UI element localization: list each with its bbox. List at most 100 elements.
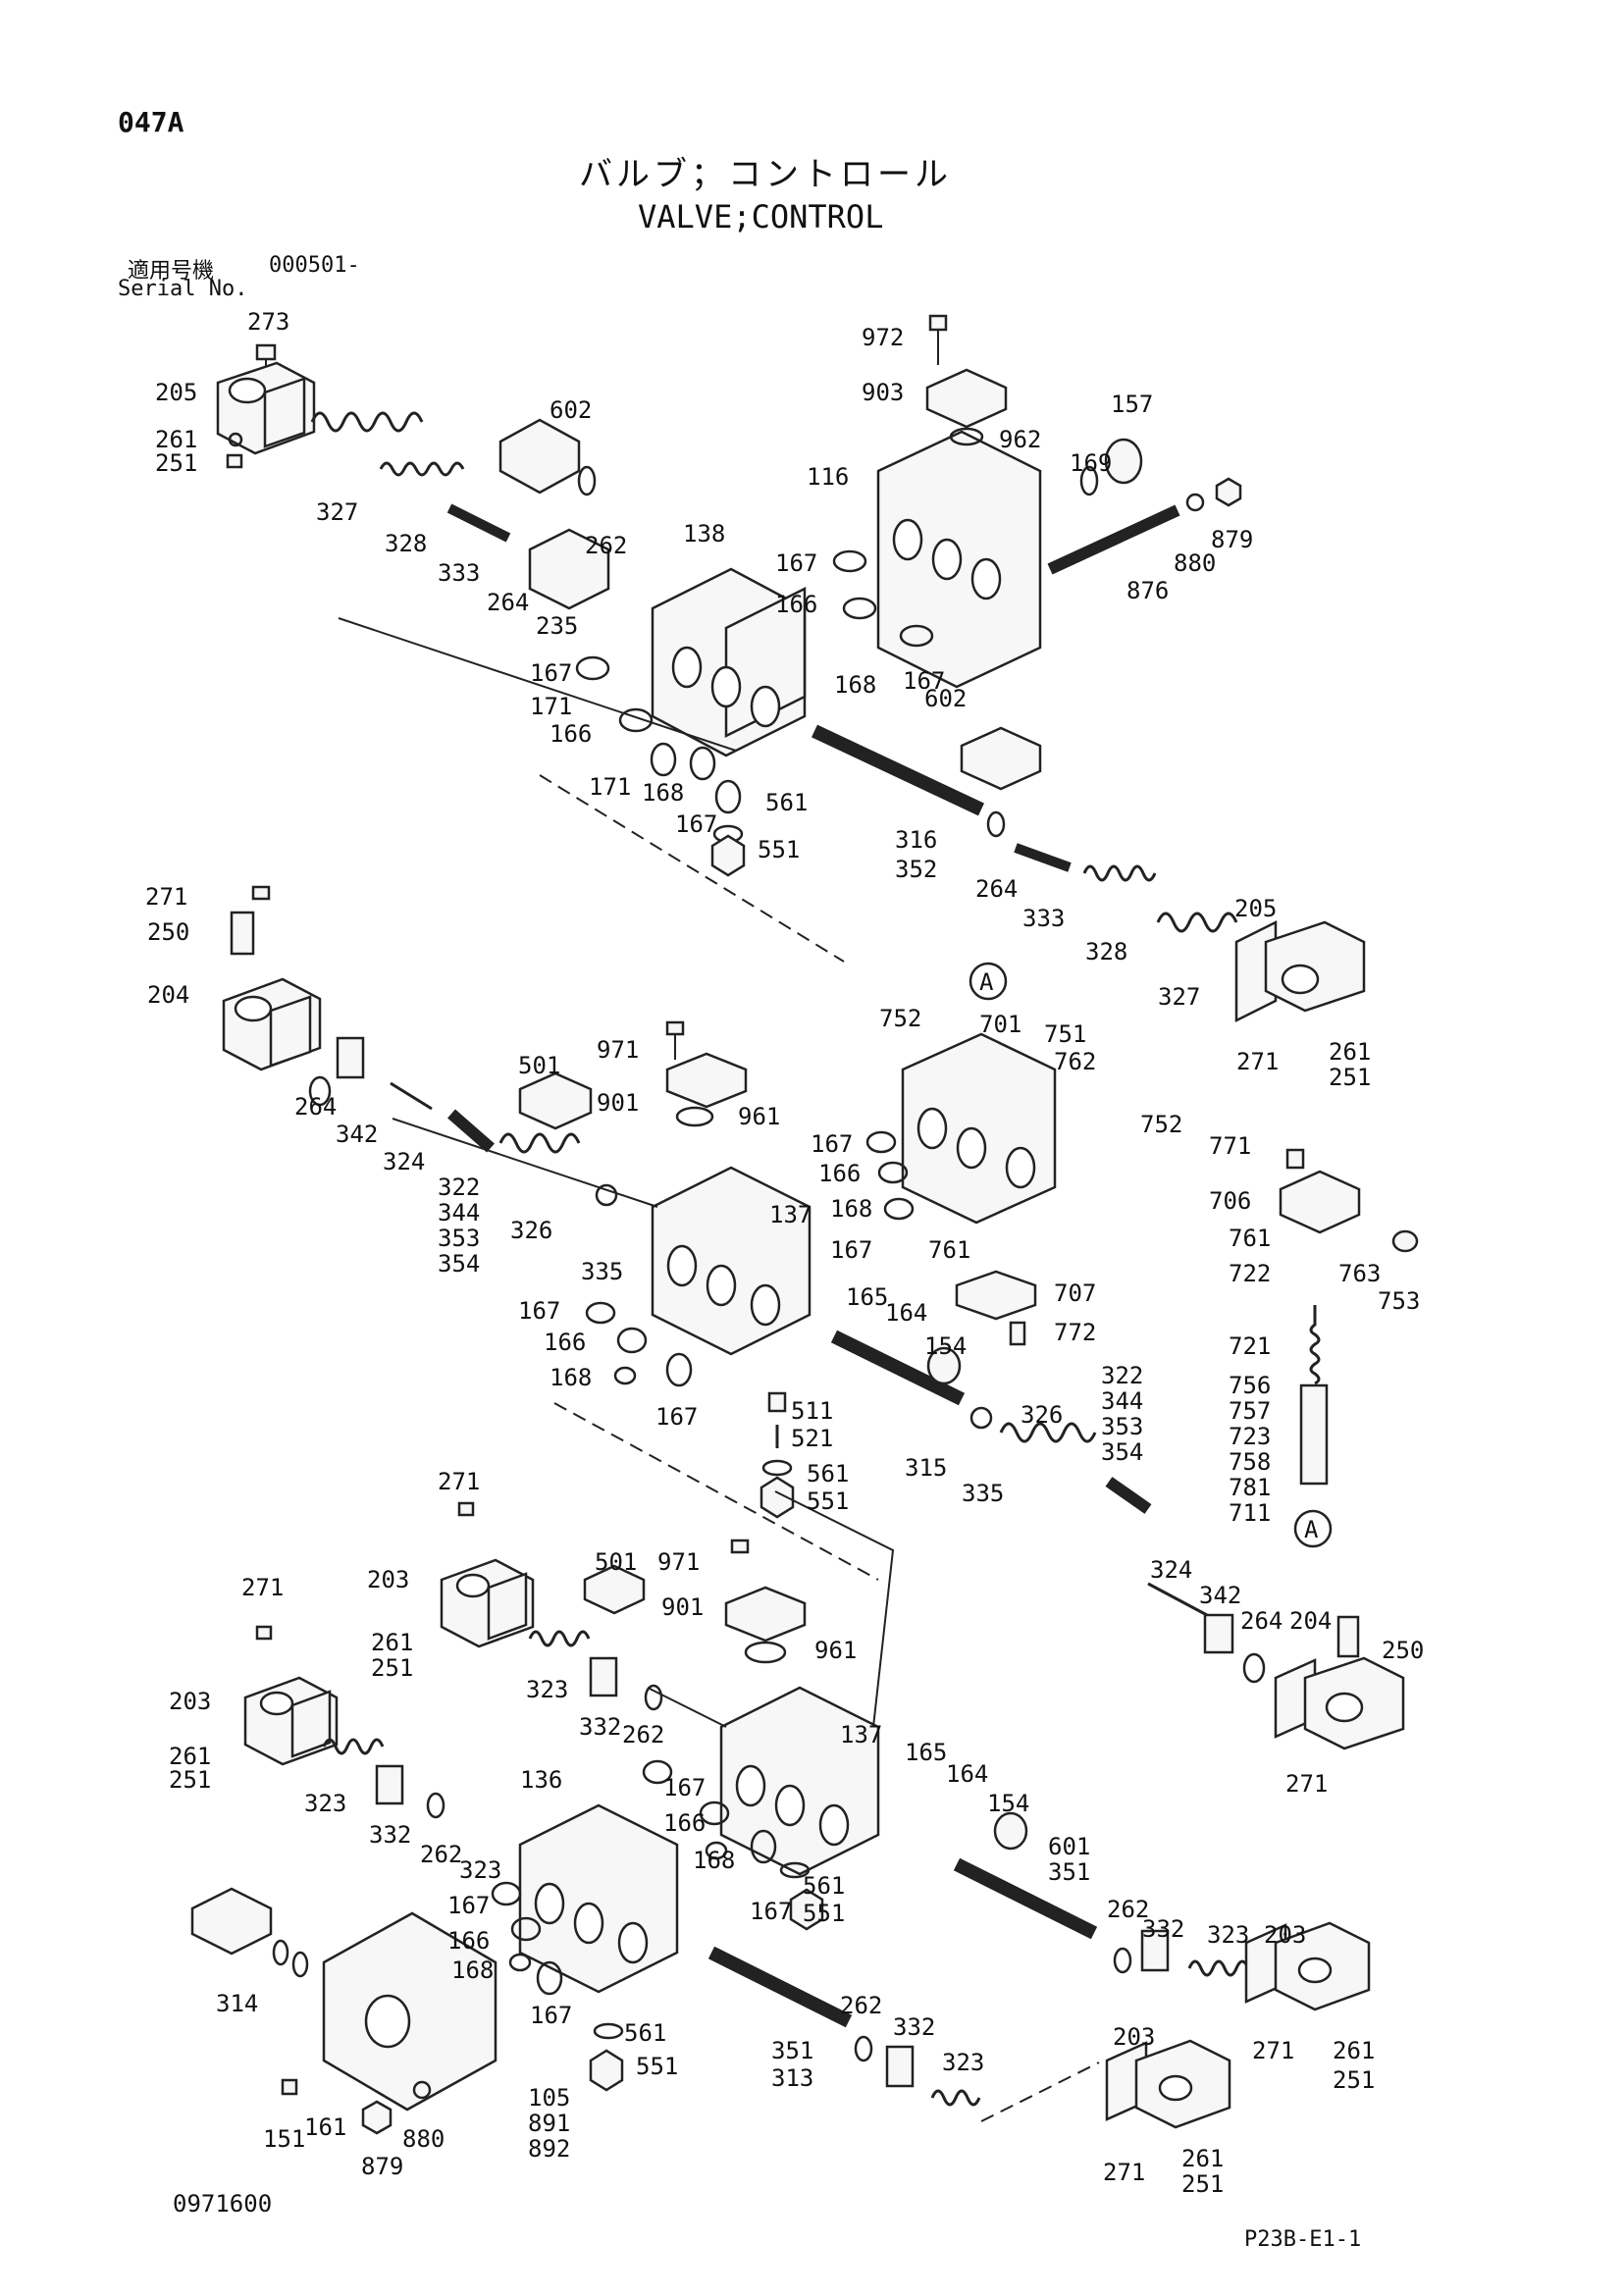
- part-label: 328: [385, 530, 427, 557]
- part-label: 879: [1211, 526, 1253, 553]
- part-label: 971: [657, 1548, 700, 1576]
- part-label: 879: [361, 2153, 403, 2180]
- part-label: 261: [169, 1743, 211, 1770]
- part-label: 332: [369, 1821, 411, 1849]
- serial-value: 000501-: [269, 253, 360, 278]
- part-label: 707: [1054, 1279, 1096, 1307]
- bolt-icon: [255, 1625, 273, 1641]
- part-label: 901: [597, 1089, 639, 1117]
- stud-icon: [230, 911, 255, 956]
- o-ring-icon: [426, 1792, 445, 1819]
- valve-block-icon: [322, 1911, 497, 2112]
- o-ring-icon: [491, 1881, 522, 1906]
- part-label: 723: [1229, 1423, 1271, 1450]
- serial-label-jp: 適用号機: [128, 259, 215, 284]
- valve-block-icon: [651, 1166, 812, 1356]
- o-ring-icon: [1242, 1652, 1266, 1684]
- part-label: 271: [1252, 2037, 1294, 2064]
- part-label: 166: [818, 1160, 861, 1187]
- nut-icon: [1215, 477, 1242, 507]
- plug-icon: [960, 726, 1042, 791]
- part-label: 333: [438, 559, 480, 587]
- part-label: 761: [928, 1236, 970, 1264]
- o-ring-icon: [1079, 465, 1099, 496]
- rod-icon: [1105, 1477, 1152, 1514]
- plug-icon: [518, 1071, 593, 1130]
- part-label: 323: [1207, 1921, 1249, 1949]
- part-label: 262: [1107, 1896, 1149, 1923]
- part-label: 167: [830, 1236, 872, 1264]
- part-label: 261: [1333, 2037, 1375, 2064]
- part-label: 326: [1021, 1401, 1063, 1429]
- part-label: 326: [510, 1217, 552, 1244]
- part-label: 251: [371, 1654, 413, 1682]
- part-label: 323: [459, 1856, 501, 1884]
- part-label: 138: [683, 520, 725, 548]
- plate-icon: [1279, 1170, 1361, 1234]
- spring-icon: [379, 461, 465, 477]
- spool-icon: [830, 1330, 966, 1406]
- valve-block-icon: [1274, 1656, 1405, 1750]
- valve-block-icon: [222, 977, 322, 1071]
- nut-icon: [759, 1476, 795, 1519]
- part-label: 752: [1140, 1111, 1182, 1138]
- part-label: 151: [263, 2125, 305, 2153]
- plate-icon: [665, 1052, 748, 1109]
- o-ring-icon: [865, 1130, 897, 1154]
- part-label: 903: [862, 379, 904, 406]
- part-label: 251: [1181, 2170, 1224, 2198]
- plug-icon: [885, 2045, 915, 2088]
- rod-icon: [1047, 504, 1180, 575]
- part-label: 521: [791, 1425, 833, 1452]
- part-label: 167: [903, 667, 945, 695]
- o-ring-icon: [272, 1939, 289, 1966]
- rod-icon: [447, 1109, 495, 1153]
- plate-icon: [955, 1270, 1037, 1321]
- page-code: 047A: [118, 106, 184, 138]
- spring-icon: [310, 411, 424, 433]
- part-label: 332: [893, 2013, 935, 2041]
- o-ring-icon: [949, 427, 984, 446]
- part-label: 751: [1044, 1020, 1086, 1048]
- o-ring-icon: [508, 1953, 532, 1972]
- part-number-labels: 273 205 261 251 327 328 333 602 264 235 …: [145, 308, 1424, 2198]
- spring-icon: [999, 1422, 1097, 1443]
- part-label: 352: [895, 856, 937, 883]
- part-label: 324: [1150, 1556, 1192, 1584]
- o-ring-icon: [842, 597, 877, 620]
- spring-icon: [498, 1132, 581, 1154]
- spring-icon: [322, 1738, 385, 1755]
- part-label: 167: [530, 659, 572, 687]
- part-label: 781: [1229, 1474, 1271, 1501]
- part-label: 168: [550, 1364, 592, 1391]
- part-label: 137: [840, 1721, 882, 1748]
- o-ring-icon: [228, 432, 243, 447]
- valve-block-icon: [216, 361, 316, 455]
- part-label: 154: [987, 1790, 1029, 1817]
- plug-icon: [767, 1391, 787, 1413]
- bolt-icon: [1009, 1321, 1026, 1346]
- detail-marker-label: A: [979, 968, 994, 996]
- o-ring-icon: [585, 1301, 616, 1325]
- title-japanese: バルブ；コントロール: [579, 155, 952, 194]
- part-label: 136: [520, 1766, 562, 1794]
- part-label: 561: [765, 789, 808, 816]
- part-label: 164: [885, 1299, 927, 1327]
- part-label: 168: [834, 671, 876, 699]
- o-ring-icon: [575, 655, 610, 681]
- part-label: 344: [1101, 1387, 1143, 1415]
- part-label: 235: [536, 612, 578, 640]
- o-ring-icon: [883, 1197, 915, 1221]
- spring-icon: [1082, 864, 1157, 882]
- part-label: 971: [597, 1036, 639, 1064]
- plug-icon: [926, 1346, 962, 1385]
- part-label: 205: [1234, 895, 1277, 922]
- part-label: 763: [1338, 1260, 1381, 1287]
- part-label: 757: [1229, 1397, 1271, 1425]
- bolt-icon: [255, 343, 277, 373]
- spring-icon: [930, 2089, 981, 2107]
- part-label: 880: [402, 2125, 445, 2153]
- part-label: 342: [336, 1121, 378, 1148]
- o-ring-icon: [593, 2022, 624, 2040]
- o-ring-icon: [665, 1352, 693, 1387]
